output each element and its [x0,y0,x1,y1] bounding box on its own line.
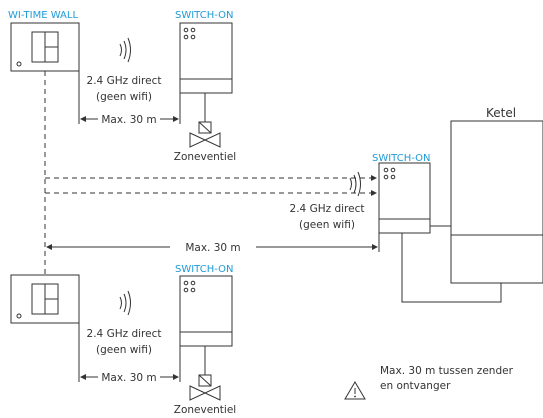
thermostat-top-label: WI-TIME WALL [8,10,78,21]
switch-bottom-label: SWITCH-ON [175,264,233,275]
link-bottom-line1: 2.4 GHz direct [87,328,162,340]
wireless-signal-icon [119,37,131,63]
wireless-signal-icon [119,290,131,316]
boiler [450,120,543,284]
switch-right [378,162,431,234]
warning-icon [344,381,366,400]
zone-valve-top [189,121,221,148]
zone-valve-top-label: Zoneventiel [174,151,236,163]
distance-top-arrow [80,116,179,122]
switch-right-label: SWITCH-ON [372,153,430,164]
note-line1: Max. 30 m tussen zender [380,365,514,377]
link-top-line2: (geen wifi) [96,91,152,103]
note-line2: en ontvanger [380,380,451,392]
zone-valve-bottom-label: Zoneventiel [174,404,236,416]
boiler-label: Ketel [486,106,516,120]
distance-top-label: Max. 30 m [101,114,156,126]
link-right-line2: (geen wifi) [299,219,355,231]
link-bottom-line2: (geen wifi) [96,344,152,356]
wireless-signal-icon [349,171,361,197]
distance-middle-arrow [46,244,378,250]
switch-top-label: SWITCH-ON [175,10,233,21]
switch-top [179,22,233,94]
thermostat-bottom [10,274,80,324]
distance-middle-label: Max. 30 m [185,242,240,254]
link-right-line1: 2.4 GHz direct [290,203,365,215]
thermostat-top [10,22,80,72]
link-top-line1: 2.4 GHz direct [87,75,162,87]
distance-bottom-label: Max. 30 m [101,372,156,384]
switch-bottom [179,275,233,347]
zone-valve-bottom [189,374,221,401]
distance-bottom-arrow [80,374,179,380]
